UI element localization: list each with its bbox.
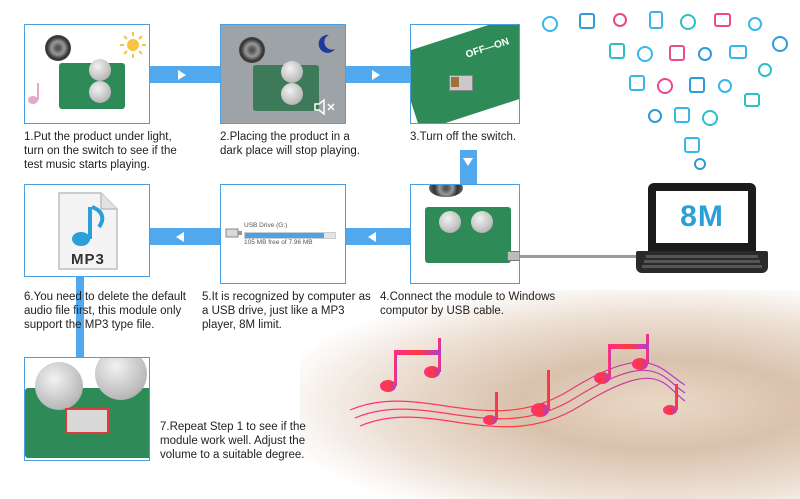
button-cell-battery (281, 83, 303, 105)
button-cell-battery (35, 362, 83, 410)
usb-cable (518, 255, 650, 258)
mp3-file-label: MP3 (71, 251, 105, 268)
button-cell-battery (471, 211, 493, 233)
laptop-capacity-text: 8M (680, 200, 724, 233)
music-notes-decoration (349, 334, 686, 428)
step-7-caption: 7.Repeat Step 1 to see if the module wor… (160, 421, 306, 461)
step-1-caption: 1.Put the product under light, turn on t… (24, 131, 177, 171)
usb-port (507, 251, 519, 261)
step-1-panel (24, 24, 150, 124)
moon-icon (318, 34, 335, 53)
button-cell-battery (439, 211, 461, 233)
step-6-caption: 6.You need to delete the default audio f… (24, 291, 186, 331)
sun-icon (120, 32, 146, 58)
laptop-screen: 8M (648, 183, 756, 251)
mp3-file-icon (58, 192, 118, 270)
arrow-5-6 (176, 232, 184, 242)
step-3-caption: 3.Turn off the switch. (410, 131, 517, 143)
step-2-panel (220, 24, 346, 124)
speaker (239, 37, 265, 63)
mute-icon (314, 98, 335, 116)
step-6-panel: MP3 (24, 184, 150, 277)
music-note-icon (28, 83, 39, 104)
arrow-2-3 (372, 70, 380, 80)
usb-capacity-bar (244, 232, 336, 239)
connector-4-5 (346, 228, 410, 245)
arrow-4-5 (368, 232, 376, 242)
speaker (45, 35, 71, 61)
laptop-display: 8M (656, 191, 748, 243)
arrow-3-4 (463, 158, 473, 166)
usb-drive-icon (225, 228, 242, 238)
connector-3-4 (460, 150, 477, 184)
step-7-panel (24, 357, 150, 461)
step-4-caption: 4.Connect the module to Windows computor… (380, 291, 556, 317)
speaker (429, 185, 463, 197)
button-cell-battery (281, 61, 303, 83)
switch-knob (451, 77, 459, 87)
button-cell-battery (89, 81, 111, 103)
power-switch-highlight (65, 408, 109, 434)
connector-6-7 (76, 277, 84, 357)
laptop-keyboard (636, 251, 768, 273)
step-5-caption: 5.It is recognized by computer as a USB … (202, 291, 371, 331)
sound-module-board (425, 207, 511, 263)
step-2-caption: 2.Placing the product in a dark place wi… (220, 131, 360, 157)
step-4-panel (410, 184, 520, 284)
usb-capacity-fill (245, 233, 325, 238)
connector-5-6 (150, 228, 220, 245)
arrow-1-2 (178, 70, 186, 80)
button-cell-battery (89, 59, 111, 81)
button-cell-battery (95, 358, 147, 400)
usb-drive-name: USB Drive (G:) (244, 222, 288, 229)
step-3-panel: OFF—ON (410, 24, 520, 124)
app-icons-cloud (542, 11, 788, 170)
usb-free-space: 105 MB free of 7.96 MB (244, 239, 313, 246)
